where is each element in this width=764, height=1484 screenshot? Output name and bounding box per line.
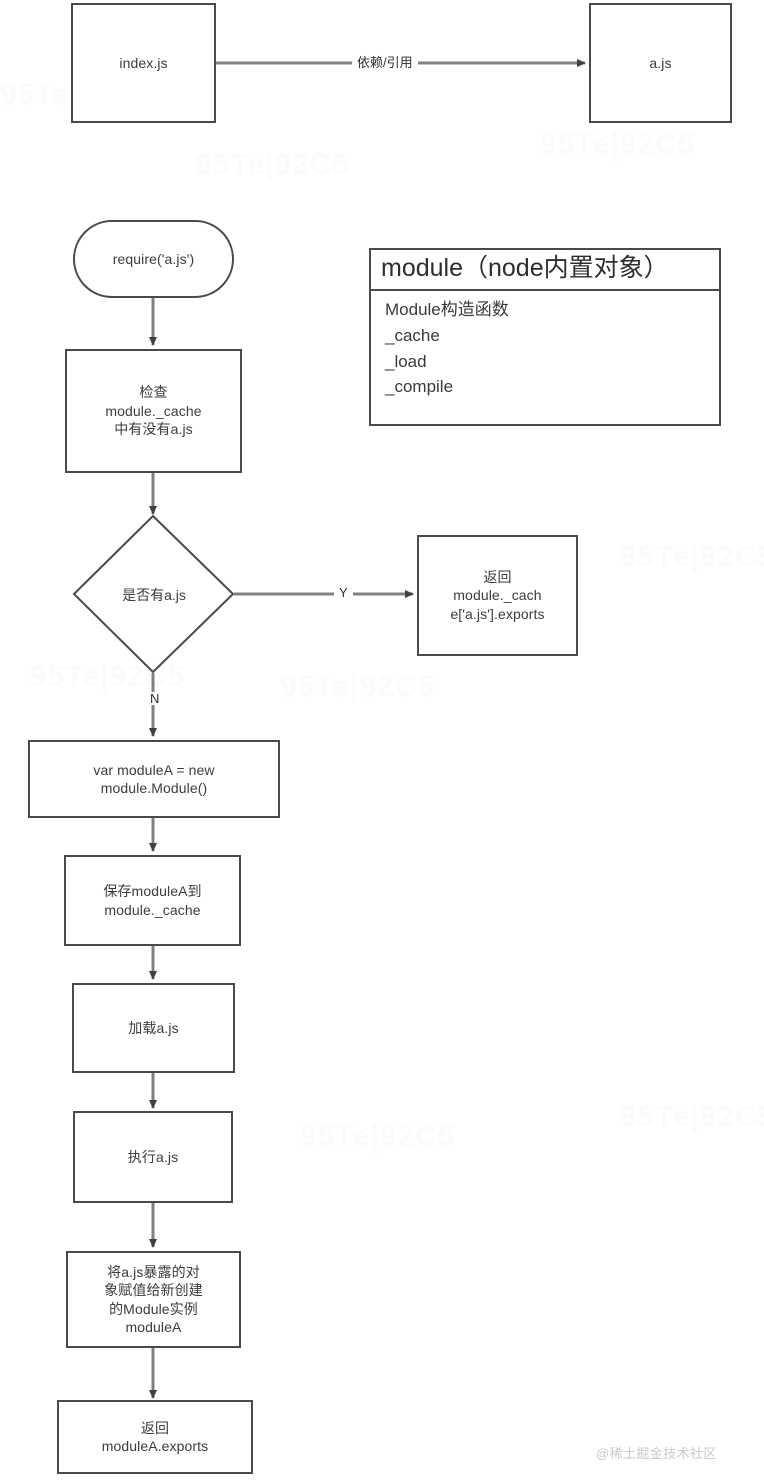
node-return-module-exports[interactable]: 返回 moduleA.exports <box>57 1400 253 1474</box>
legend-item: _compile <box>385 377 454 397</box>
background-watermark: 95Te|92C5 <box>620 540 764 573</box>
legend-header: module（node内置对象） <box>371 250 719 291</box>
background-watermark: 95Te|92C5 <box>620 1100 764 1133</box>
legend-item: _cache <box>385 325 440 345</box>
node-assign-exports-to-module[interactable]: 将a.js暴露的对 象赋值给新创建 的Module实例 moduleA <box>66 1251 241 1348</box>
node-save-to-cache[interactable]: 保存moduleA到 module._cache <box>64 855 241 946</box>
background-watermark: 95Te|92C5 <box>280 670 436 703</box>
node-check-cache[interactable]: 检查 module._cache 中有没有a.js <box>65 349 242 473</box>
node-load-a-js[interactable]: 加载a.js <box>72 983 235 1073</box>
legend-module-object: module（node内置对象） Module构造函数 _cache _load… <box>369 248 721 426</box>
legend-item: _load <box>385 351 427 371</box>
branch-label-no: N <box>145 692 165 705</box>
background-watermark: 95Te|92C5 <box>195 148 351 181</box>
node-index-js[interactable]: index.js <box>71 3 216 123</box>
site-watermark: @稀土掘金技术社区 <box>596 1446 717 1461</box>
node-a-js[interactable]: a.js <box>589 3 732 123</box>
edge-label-dependency: 依赖/引用 <box>352 56 418 69</box>
node-return-cached-exports[interactable]: 返回 module._cach e['a.js'].exports <box>417 535 578 656</box>
background-watermark: 95Te|92C5 <box>300 1120 456 1153</box>
node-new-module-instance[interactable]: var moduleA = new module.Module() <box>28 740 280 818</box>
node-exec-a-js[interactable]: 执行a.js <box>73 1111 233 1203</box>
legend-body: Module构造函数 _cache _load _compile <box>371 291 719 410</box>
decision-label: 是否有a.js <box>122 586 186 603</box>
branch-label-yes: Y <box>334 586 353 599</box>
node-start-require[interactable]: require('a.js') <box>73 220 234 298</box>
legend-item: Module构造函数 <box>385 300 509 319</box>
background-watermark: 95Te|92C5 <box>540 128 696 161</box>
node-decision-has-cache[interactable]: 是否有a.js <box>74 516 234 673</box>
